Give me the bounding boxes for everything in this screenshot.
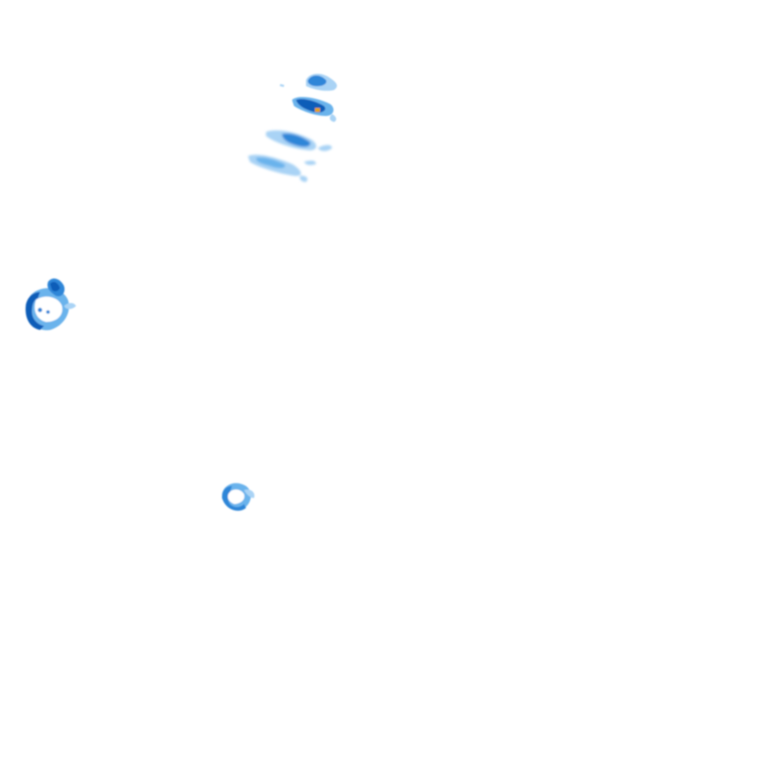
precip-band-north-4 xyxy=(248,154,308,182)
precip-cell-west xyxy=(25,278,76,331)
precip-cell-north-2 xyxy=(292,97,334,116)
precip-cell-north-1 xyxy=(279,73,337,122)
hotspot-marker xyxy=(315,108,320,112)
precip-band-north-3 xyxy=(266,130,332,166)
precip-cell-south xyxy=(222,483,255,511)
